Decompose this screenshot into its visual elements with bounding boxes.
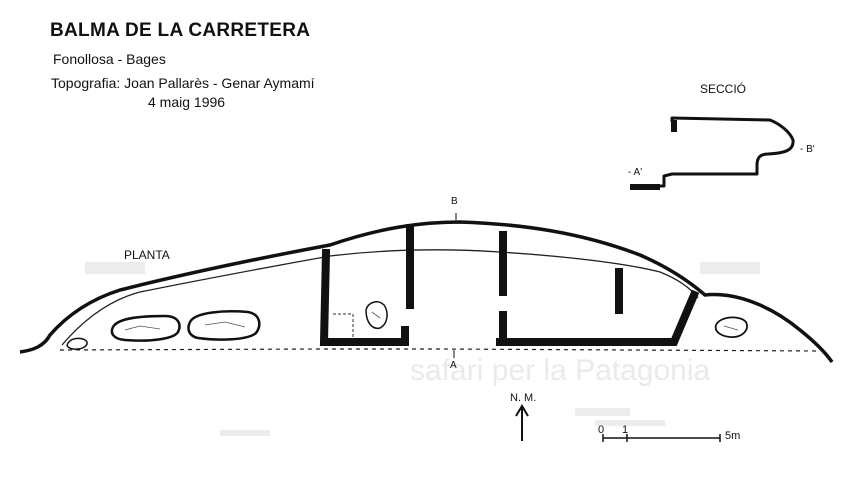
scale-zero-label: 0 [598,424,605,436]
rock-1 [110,314,181,342]
section-cap [671,120,677,132]
marker-b-label: B [451,196,458,207]
north-arrow-icon [515,404,529,441]
scale-bar [602,434,721,442]
scale-end-label: 5m [725,430,741,442]
overhang-outline [19,220,834,364]
ground-line [59,348,821,352]
section-marker-b-label: - B' [800,144,815,155]
rock-3 [66,337,88,350]
page-title: BALMA DE LA CARRETERA [50,20,311,41]
wall-right [496,289,700,346]
marker-a-label: A [450,360,457,371]
section-marker-a-label: - A' [628,167,643,178]
rock-texture [124,311,739,331]
scan-ghost-text: safari per la Patagonia [85,262,760,436]
topography-credit: Topografia: Joan Pallarès - Genar Aymamí [51,75,315,91]
section-floor-blob [630,184,660,190]
wall-left [319,248,408,346]
location-text: Fonollosa - Bages [53,51,166,67]
rock-2 [187,310,261,341]
scale-one-label: 1 [622,424,629,436]
dashed-room [333,313,354,340]
enclosure-walls [319,224,700,346]
roof-inner-line [61,249,699,346]
north-label: N. M. [510,392,537,404]
survey-date: 4 maig 1996 [148,94,226,110]
svg-text:safari per la Patagonia: safari per la Patagonia [410,354,711,387]
rock-5 [714,316,748,338]
section-profile [632,116,795,188]
section-label: SECCIÓ [700,82,747,96]
plan-label: PLANTA [124,248,170,262]
